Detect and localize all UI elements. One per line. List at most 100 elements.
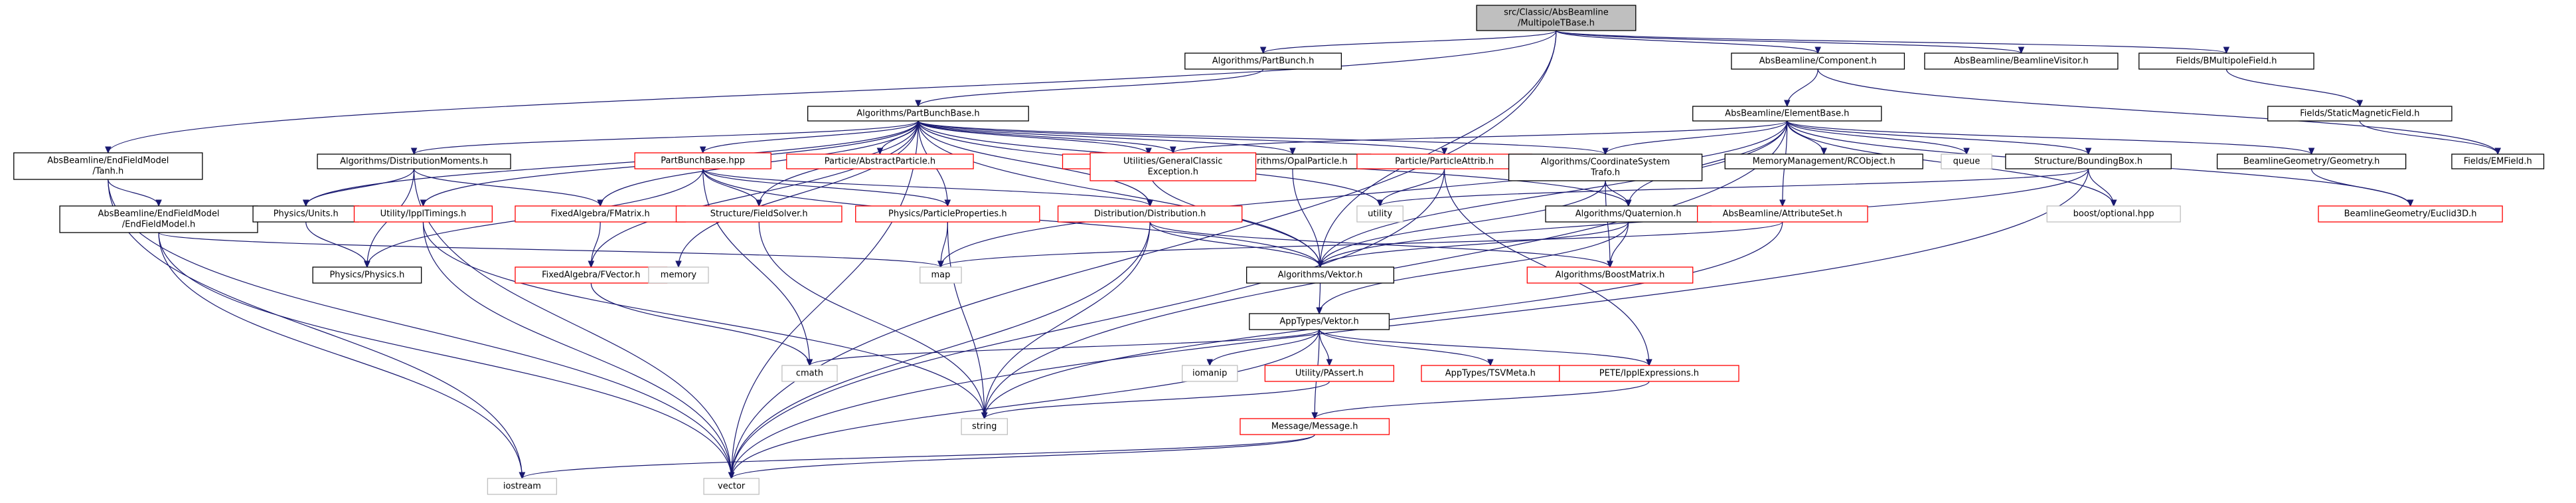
edge-quat-to-vektor	[1317, 221, 1629, 268]
node-quat[interactable]: Algorithms/Quaternion.h	[1545, 205, 1712, 223]
edge-quat-to-boostm	[1607, 221, 1629, 268]
edge-pbb-to-distmom	[410, 120, 919, 155]
edge-eb-to-queue	[1787, 120, 1970, 155]
node-box	[1476, 5, 1637, 31]
node-label: vector	[718, 482, 746, 492]
node-box	[675, 205, 843, 223]
node-vektor[interactable]: Algorithms/Vektor.h	[1246, 266, 1395, 284]
node-pete[interactable]: PETE/IpplExpressions.h	[1559, 365, 1739, 382]
node-label: Physics/Physics.h	[329, 270, 404, 280]
node-label: Algorithms/BoostMatrix.h	[1556, 270, 1665, 280]
node-iomanip: iomanip	[1181, 365, 1238, 382]
node-label: MemoryManagement/RCObject.h	[1753, 157, 1895, 167]
edge-eb-to-cst	[1602, 120, 1788, 155]
node-box	[2267, 106, 2453, 122]
node-bgeom[interactable]: BeamlineGeometry/Geometry.h	[2216, 153, 2407, 169]
node-pb[interactable]: Algorithms/PartBunch.h	[1184, 52, 1342, 70]
node-box	[1057, 205, 1243, 223]
node-eb[interactable]: AbsBeamline/ElementBase.h	[1692, 106, 1882, 122]
node-box	[2216, 153, 2407, 169]
edge-pprops-to-string	[947, 221, 988, 420]
node-appv[interactable]: AppTypes/Vektor.h	[1249, 313, 1390, 330]
node-box	[1508, 153, 1703, 181]
edge-pbb-to-memory	[675, 120, 919, 268]
node-pattrib[interactable]: Particle/ParticleAttrib.h	[1356, 153, 1532, 169]
edge-fmatrix-to-fvector	[588, 221, 601, 268]
node-label: AbsBeamline/BeamlineVisitor.h	[1954, 56, 2089, 66]
node-box	[1184, 52, 1342, 70]
edge-pbb-to-pattrib	[918, 120, 1448, 155]
node-label: Algorithms/CoordinateSystem	[1541, 157, 1670, 167]
node-attrset[interactable]: AbsBeamline/AttributeSet.h	[1696, 205, 1868, 223]
node-fvector[interactable]: FixedAlgebra/FVector.h	[515, 266, 668, 284]
node-absp[interactable]: Particle/AbstractParticle.h	[786, 153, 974, 169]
edge-timings-to-vector	[422, 221, 735, 480]
node-fmatrix[interactable]: FixedAlgebra/FMatrix.h	[515, 205, 686, 223]
node-smf[interactable]: Fields/StaticMagneticField.h	[2267, 106, 2453, 122]
node-emf[interactable]: Fields/EMField.h	[2451, 153, 2545, 169]
node-distmom[interactable]: Algorithms/DistributionMoments.h	[317, 153, 511, 169]
edge-pbb-to-pbbhpp	[699, 120, 919, 154]
node-label: src/Classic/AbsBeamline	[1504, 8, 1609, 18]
edge-appv-to-pete	[1319, 329, 1652, 367]
node-mm[interactable]: MemoryManagement/RCObject.h	[1724, 153, 1923, 169]
node-label: AbsBeamline/EndFieldModel	[47, 156, 169, 166]
node-efm[interactable]: AbsBeamline/EndFieldModel/EndFieldModel.…	[59, 205, 258, 233]
edge-pbb-to-pbdefs	[918, 120, 1152, 155]
node-box	[2451, 153, 2545, 169]
node-label: Algorithms/OpalParticle.h	[1238, 157, 1347, 167]
edge-sbb-to-utility	[1376, 168, 2089, 207]
edge-cst-to-quat	[1605, 180, 1632, 207]
edge-distmom-to-fmatrix	[413, 168, 604, 207]
node-box	[2138, 52, 2314, 70]
node-label: Physics/ParticleProperties.h	[888, 209, 1007, 219]
node-label: Distribution/Distribution.h	[1094, 209, 1206, 219]
edge-root-to-comp	[1556, 30, 1821, 54]
edge-pbbhpp-to-fsolver	[702, 168, 762, 207]
node-pprops[interactable]: Physics/ParticleProperties.h	[855, 205, 1040, 223]
node-comp[interactable]: AbsBeamline/Component.h	[1731, 52, 1905, 70]
node-label: /Tanh.h	[92, 167, 123, 177]
node-pbb[interactable]: Algorithms/PartBunchBase.h	[807, 106, 1029, 122]
node-timings[interactable]: Utility/IpplTimings.h	[353, 205, 493, 223]
node-pphys[interactable]: Physics/Physics.h	[312, 266, 422, 284]
edge-timings-to-string	[422, 221, 988, 420]
node-label: FixedAlgebra/FVector.h	[542, 270, 640, 280]
node-msg[interactable]: Message/Message.h	[1240, 418, 1390, 435]
node-box	[1724, 153, 1923, 169]
node-bmf[interactable]: Fields/BMultipoleField.h	[2138, 52, 2314, 70]
edge-pbbhpp-to-pprops	[702, 168, 951, 207]
node-label: Fields/BMultipoleField.h	[2176, 56, 2277, 66]
edge-comp-to-eb	[1783, 68, 1818, 108]
node-box	[807, 106, 1029, 122]
node-label: Exception.h	[1148, 167, 1198, 177]
node-passert[interactable]: Utility/PAssert.h	[1264, 365, 1395, 382]
node-sbb[interactable]: Structure/BoundingBox.h	[2005, 153, 2172, 169]
node-punits[interactable]: Physics/Units.h	[252, 205, 360, 223]
node-blv[interactable]: AbsBeamline/BeamlineVisitor.h	[1924, 52, 2119, 70]
node-box	[1731, 52, 1905, 70]
edge-bgeom-to-eucl	[2311, 168, 2414, 207]
node-label: Message/Message.h	[1271, 422, 1358, 432]
node-label: queue	[1953, 157, 1980, 167]
node-box	[13, 152, 203, 180]
edge-efm-to-map	[158, 232, 944, 268]
node-label: Algorithms/Vektor.h	[1278, 270, 1363, 280]
node-label: cmath	[796, 369, 823, 379]
node-tsv[interactable]: AppTypes/TSVMeta.h	[1421, 365, 1560, 382]
node-dist[interactable]: Distribution/Distribution.h	[1057, 205, 1243, 223]
node-tanh[interactable]: AbsBeamline/EndFieldModel/Tanh.h	[13, 152, 203, 180]
node-boostm[interactable]: Algorithms/BoostMatrix.h	[1526, 266, 1694, 284]
node-box	[920, 266, 962, 284]
edge-root-to-pb	[1259, 30, 1557, 54]
node-utility: utility	[1356, 205, 1404, 223]
nodes-layer: src/Classic/AbsBeamline/MultipoleTBase.h…	[13, 5, 2545, 495]
node-pbbhpp[interactable]: PartBunchBase.hpp	[634, 152, 771, 169]
node-fsolver[interactable]: Structure/FieldSolver.h	[675, 205, 843, 223]
node-label: AppTypes/Vektor.h	[1279, 317, 1358, 327]
node-box	[1526, 266, 1694, 284]
node-eucl[interactable]: BeamlineGeometry/Euclid3D.h	[2318, 205, 2503, 223]
